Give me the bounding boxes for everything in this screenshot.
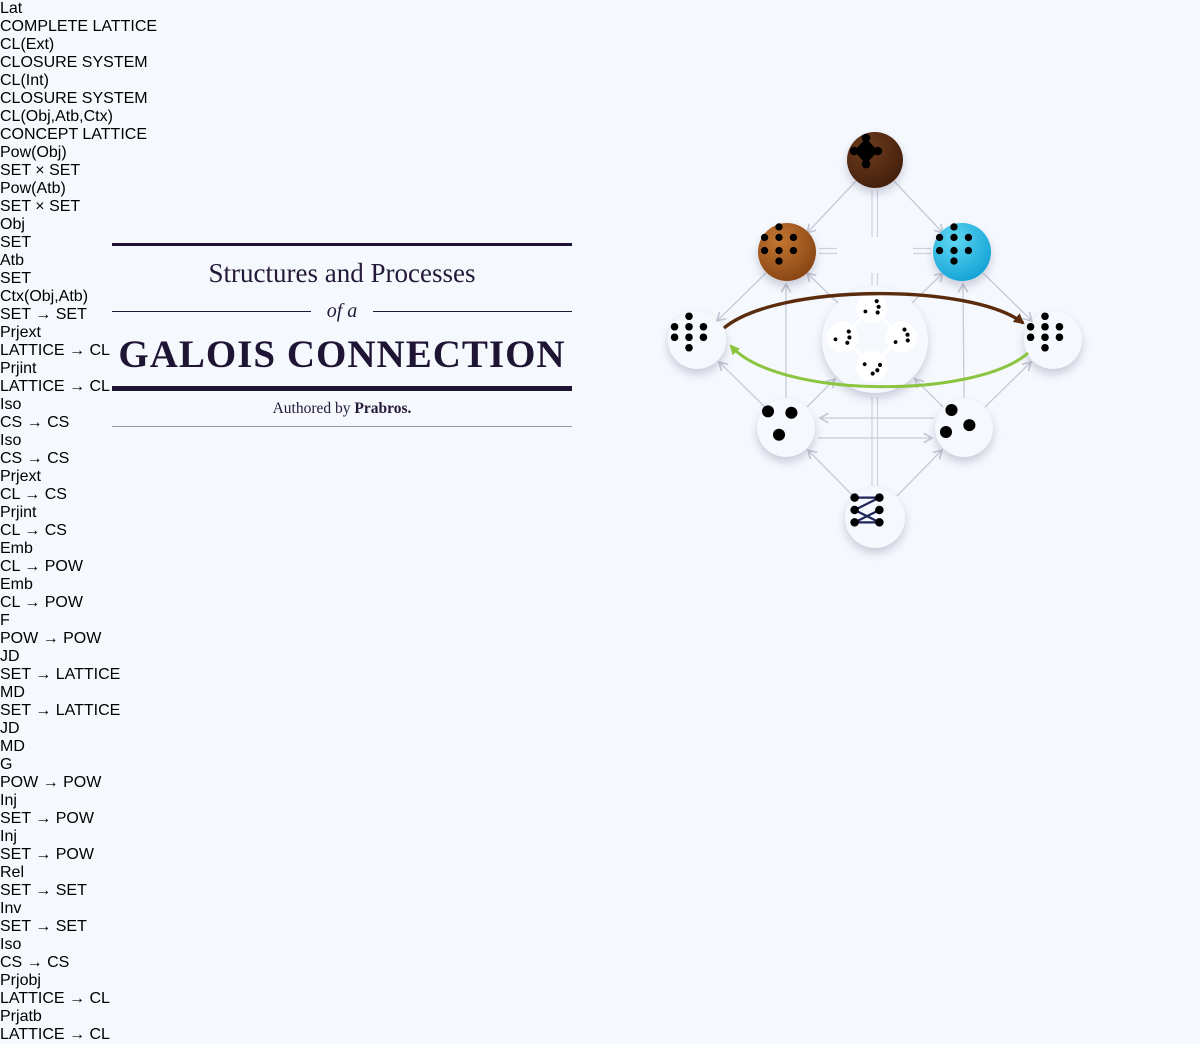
byline-author: Prabros. bbox=[354, 400, 412, 417]
edge-label-prj-atb: Prjatb LATTICE → CL bbox=[0, 1008, 110, 1043]
edge-label-prj-ext-mid: Prjext CL → CS bbox=[0, 468, 67, 503]
title-line1: Structures and Processes bbox=[208, 258, 476, 288]
edge-label-inj-right: Inj SET → POW bbox=[0, 828, 94, 863]
label-concept: CL(Obj,Atb,Ctx) CONCEPT LATTICE bbox=[0, 108, 147, 143]
edge-label-inj-left: Inj SET → POW bbox=[0, 792, 94, 827]
label-powobj: Pow(Obj) SET × SET bbox=[0, 144, 81, 179]
label-ctx: Ctx(Obj,Atb) SET → SET bbox=[0, 288, 89, 323]
edge-label-prj-obj: Prjobj LATTICE → CL bbox=[0, 972, 110, 1007]
top-rule bbox=[112, 243, 572, 246]
edge-label-md-right: MD SET → LATTICE bbox=[0, 684, 121, 719]
node-powatb bbox=[1024, 311, 1082, 369]
byline: Authored by Prabros. bbox=[112, 400, 572, 418]
byline-prefix: Authored by bbox=[272, 400, 355, 417]
title-connector-row: of a bbox=[112, 300, 572, 323]
edge-label-iso-top: Iso CS → CS bbox=[0, 396, 70, 431]
title-panel: Structures and Processes of a GALOIS CON… bbox=[112, 236, 572, 427]
label-atb: Atb SET bbox=[0, 252, 32, 287]
label-clext: CL(Ext) CLOSURE SYSTEM bbox=[0, 36, 148, 71]
label-lat: Lat COMPLETE LATTICE bbox=[0, 0, 158, 35]
edge-label-iso-right: Iso CS → CS bbox=[0, 432, 70, 467]
edge-label-rel: Rel SET → SET bbox=[0, 864, 87, 899]
node-concept-lattice bbox=[822, 287, 928, 393]
thick-rule bbox=[112, 386, 572, 391]
node-powobj bbox=[668, 311, 726, 369]
edge-label-emb-left: Emb CL → POW bbox=[0, 540, 83, 575]
concept-lattice-icon bbox=[827, 292, 917, 382]
title-connector: of a bbox=[326, 300, 358, 322]
poster: Structures and Processes of a GALOIS CON… bbox=[0, 0, 1082, 1043]
label-obj: Obj SET bbox=[0, 216, 32, 251]
edge-label-jd-center: JD bbox=[0, 720, 20, 737]
edge-label-prj-ext-top: Prjext LATTICE → CL bbox=[0, 324, 110, 359]
edge-label-g: G POW → POW bbox=[0, 756, 102, 791]
edge-label-iso-bottom: Iso CS → CS bbox=[0, 936, 70, 971]
node-clint bbox=[933, 223, 991, 281]
edge-label-emb-right: Emb CL → POW bbox=[0, 576, 83, 611]
edge-label-inv: Inv SET → SET bbox=[0, 900, 87, 935]
node-lat bbox=[847, 132, 903, 188]
title-line2: GALOIS CONNECTION bbox=[118, 333, 566, 376]
edge-label-md-center: MD bbox=[0, 738, 25, 755]
label-powatb: Pow(Atb) SET × SET bbox=[0, 180, 81, 215]
node-atb bbox=[935, 399, 993, 457]
edge-label-prj-int-mid: Prjint CL → CS bbox=[0, 504, 67, 539]
connector-rule-left bbox=[112, 310, 311, 313]
node-clext bbox=[758, 223, 816, 281]
edge-label-f: F POW → POW bbox=[0, 612, 102, 647]
connector-rule-right bbox=[373, 310, 572, 313]
bottom-rule bbox=[112, 426, 572, 427]
edge-label-jd-left: JD SET → LATTICE bbox=[0, 648, 121, 683]
node-obj bbox=[757, 399, 815, 457]
label-clint: CL(Int) CLOSURE SYSTEM bbox=[0, 72, 148, 107]
node-ctx bbox=[845, 488, 905, 548]
edge-label-prj-int-top: Prjint LATTICE → CL bbox=[0, 360, 110, 395]
